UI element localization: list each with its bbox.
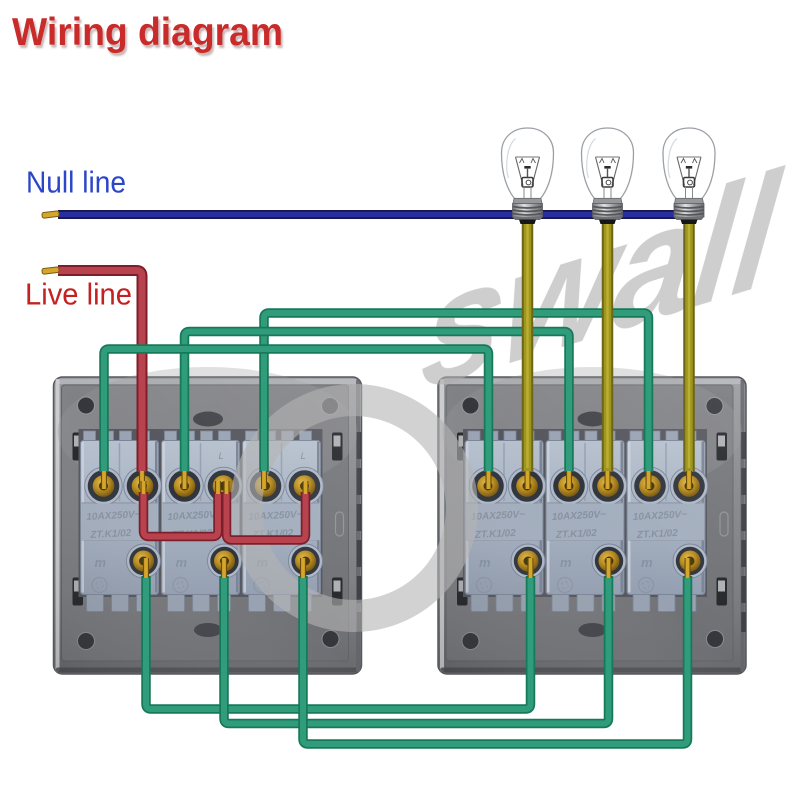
svg-text:Wiring diagram: Wiring diagram bbox=[12, 11, 283, 54]
svg-text:Live line: Live line bbox=[25, 277, 132, 312]
svg-text:Null line: Null line bbox=[26, 165, 126, 200]
